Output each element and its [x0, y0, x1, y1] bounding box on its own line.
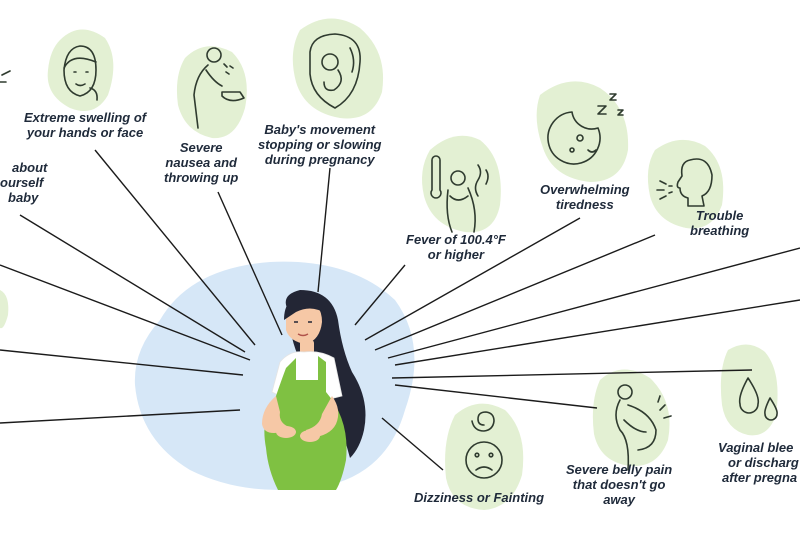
label-dizzy-line-1: Dizziness or Fainting: [414, 490, 545, 505]
label-belly-line-2: that doesn't go: [572, 477, 666, 492]
blob-baby: [292, 18, 384, 119]
dizzy-face-icon: [465, 411, 503, 479]
pregnant-belly-pain-icon: [615, 384, 672, 471]
line-dizzy: [381, 417, 444, 471]
line-worry: [19, 214, 246, 353]
label-fever-line-1: Fever of 100.4°F: [406, 232, 506, 247]
fetus-in-womb-icon: [309, 33, 361, 109]
label-worry-line-1: about: [12, 160, 48, 175]
swollen-face-icon: [63, 45, 98, 101]
line-left-2: [0, 349, 244, 376]
blob-bleeding: [720, 344, 778, 436]
sleepy-moon-icon: [547, 93, 624, 165]
label-swelling-line-2: your hands or face: [26, 125, 144, 140]
line-tired: [364, 217, 581, 341]
line-nausea: [217, 191, 283, 336]
label-breathing: Trouble breathing: [690, 208, 749, 238]
line-right-2: [394, 299, 800, 366]
label-baby-line-3: during pregnancy: [264, 152, 375, 167]
droplets-icon: [738, 377, 778, 421]
line-bleeding: [391, 369, 753, 379]
label-nausea-line-1: Severe: [179, 140, 223, 155]
label-baby-line-1: Baby's movement: [264, 122, 376, 137]
label-belly-pain: Severe belly pain that doesn't go away: [566, 462, 672, 507]
label-worry: about ourself baby: [0, 160, 47, 205]
label-nausea: Severe nausea and throwing up: [164, 140, 238, 185]
label-bleeding-line-2: or discharg: [728, 455, 799, 470]
line-left-3: [0, 409, 241, 424]
label-bleeding-line-3: after pregna: [722, 470, 798, 485]
line-swelling: [94, 149, 256, 346]
label-dizziness: Dizziness or Fainting: [414, 490, 544, 505]
label-bleeding-line-1: Vaginal blee: [718, 440, 794, 455]
label-bleeding: Vaginal blee or discharg after pregna: [718, 440, 800, 485]
label-tiredness: Overwhelming tiredness: [540, 182, 630, 212]
connector-lines: [0, 149, 800, 471]
line-right-1: [387, 247, 800, 359]
label-tired-line-1: Overwhelming: [540, 182, 630, 197]
thermometer-fever-icon: [430, 155, 489, 233]
line-breathing: [374, 234, 656, 351]
line-fever: [354, 264, 406, 326]
label-baby-line-2: stopping or slowing: [258, 137, 382, 152]
blob-dizzy: [445, 403, 524, 510]
label-breathing-line-1: Trouble: [695, 208, 744, 223]
blob-swelling: [47, 29, 114, 112]
label-worry-line-3: baby: [8, 190, 39, 205]
label-nausea-line-2: nausea and: [165, 155, 237, 170]
label-worry-line-2: ourself: [0, 175, 44, 190]
label-nausea-line-3: throwing up: [164, 170, 239, 185]
label-tired-line-2: tiredness: [555, 197, 614, 212]
breathing-head-icon: [656, 158, 713, 207]
label-fever-line-2: or higher: [427, 247, 485, 262]
blob-left-partial: [0, 290, 9, 329]
label-swelling: Extreme swelling of your hands or face: [24, 110, 146, 140]
label-belly-line-3: away: [603, 492, 636, 507]
label-fever: Fever of 100.4°F or higher: [406, 232, 506, 262]
blob-belly: [592, 369, 670, 467]
line-left-1: [0, 264, 251, 361]
label-belly-line-1: Severe belly pain: [566, 462, 673, 477]
label-baby-movement: Baby's movement stopping or slowing duri…: [258, 122, 382, 167]
vomiting-person-icon: [193, 47, 245, 129]
line-belly: [394, 384, 598, 409]
line-baby: [317, 167, 331, 293]
partial-icon-left: [0, 70, 11, 83]
pregnant-woman-illustration: [262, 290, 366, 490]
blob-nausea: [176, 46, 247, 139]
label-breathing-line-2: breathing: [690, 223, 750, 238]
label-swelling-line-1: Extreme swelling of: [24, 110, 147, 125]
